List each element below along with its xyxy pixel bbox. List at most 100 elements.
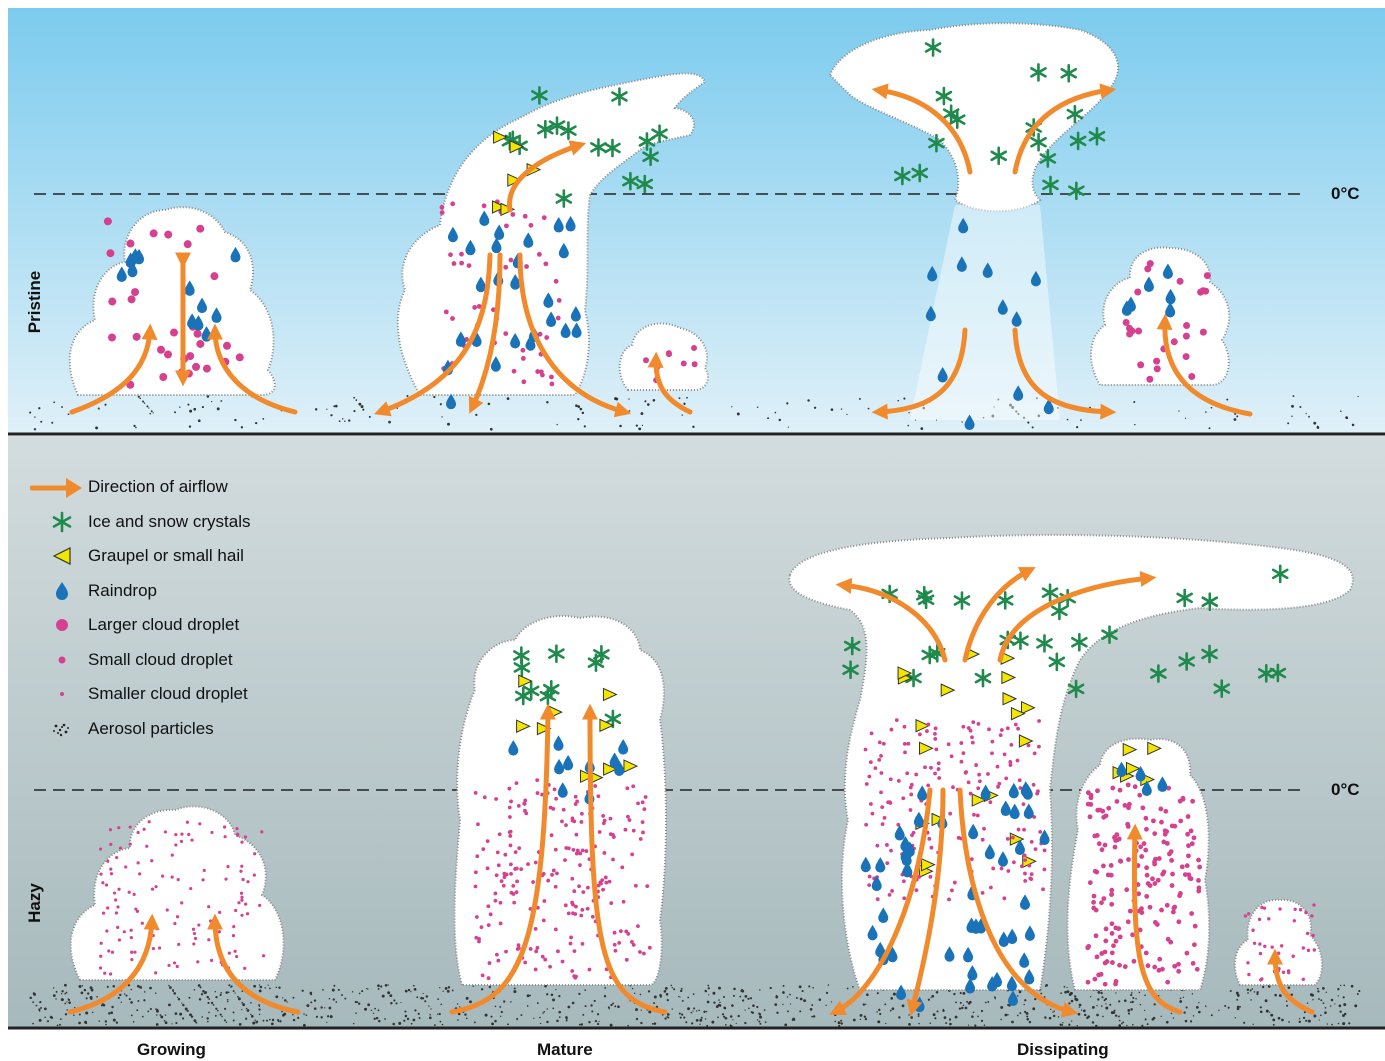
aerosol-particle bbox=[429, 1017, 432, 1020]
aerosol-particle bbox=[113, 1019, 116, 1022]
aerosol-particle bbox=[1131, 1001, 1133, 1003]
aerosol-particle bbox=[1320, 999, 1322, 1001]
tiny-droplet bbox=[223, 825, 226, 828]
aerosol-particle bbox=[439, 987, 440, 988]
aerosol-particle bbox=[61, 998, 64, 1001]
aerosol-particle bbox=[1105, 1007, 1108, 1010]
aerosol-particle bbox=[1218, 1009, 1219, 1010]
small-droplet bbox=[523, 809, 527, 813]
aerosol-particle bbox=[629, 410, 631, 412]
tiny-droplet bbox=[138, 872, 141, 875]
aerosol-particle bbox=[617, 1005, 620, 1008]
small-droplet bbox=[476, 822, 480, 826]
aerosol-particle bbox=[799, 985, 802, 988]
small-droplet bbox=[970, 735, 974, 739]
aerosol-particle bbox=[1007, 1004, 1009, 1006]
aerosol-particle bbox=[271, 1022, 274, 1025]
small-droplet bbox=[1110, 931, 1115, 936]
aerosol-particle bbox=[426, 995, 428, 997]
aerosol-particle bbox=[818, 998, 821, 1001]
aerosol-particle bbox=[144, 402, 145, 403]
aerosol-particle bbox=[949, 1023, 952, 1026]
aerosol-particle bbox=[812, 987, 814, 989]
aerosol-particle bbox=[961, 1007, 963, 1009]
small-droplet bbox=[1088, 802, 1093, 807]
aerosol-particle bbox=[540, 1023, 541, 1024]
small-droplet bbox=[1101, 896, 1106, 901]
small-droplet bbox=[569, 942, 573, 946]
small-droplet bbox=[508, 834, 512, 838]
small-droplet bbox=[933, 772, 937, 776]
aerosol-particle bbox=[144, 991, 146, 993]
small-droplet bbox=[1088, 880, 1093, 885]
small-droplet bbox=[864, 748, 868, 752]
small-droplet bbox=[1000, 728, 1004, 732]
aerosol-particle bbox=[1252, 1024, 1253, 1025]
aerosol-particle bbox=[1061, 1024, 1063, 1026]
aerosol-particle bbox=[537, 1002, 539, 1004]
small-droplet bbox=[1176, 969, 1181, 974]
small-droplet bbox=[1142, 841, 1147, 846]
aerosol-particle bbox=[207, 996, 209, 998]
small-droplet bbox=[1027, 744, 1031, 748]
small-droplet bbox=[1168, 940, 1173, 945]
aerosol-particle bbox=[973, 1011, 975, 1013]
tiny-droplet bbox=[1253, 942, 1256, 945]
large-droplet bbox=[666, 350, 672, 356]
aerosol-particle bbox=[215, 991, 216, 992]
tiny-droplet bbox=[111, 951, 114, 954]
small-droplet bbox=[947, 742, 951, 746]
aerosol-particle bbox=[181, 1003, 182, 1004]
small-droplet bbox=[1034, 847, 1038, 851]
aerosol-particle bbox=[800, 998, 803, 1001]
large-droplet bbox=[1154, 365, 1161, 372]
aerosol-particle bbox=[266, 1020, 268, 1022]
aerosol-particle bbox=[968, 1025, 969, 1026]
aerosol-particle bbox=[1154, 1003, 1156, 1005]
legend-item: Direction of airflow bbox=[30, 470, 330, 505]
small-droplet bbox=[1157, 957, 1162, 962]
aerosol-particle bbox=[577, 418, 579, 420]
small-droplet bbox=[494, 797, 498, 801]
aerosol-particle bbox=[178, 998, 180, 1000]
aerosol-particle bbox=[1067, 990, 1070, 993]
small-droplet bbox=[1093, 977, 1098, 982]
aerosol-particle bbox=[1097, 998, 1099, 1000]
tiny-droplet bbox=[240, 896, 243, 899]
small-droplet bbox=[959, 741, 963, 745]
aerosol-particle bbox=[254, 1019, 255, 1020]
small-droplet bbox=[521, 356, 526, 361]
small-droplet bbox=[613, 943, 617, 947]
small-droplet bbox=[1096, 973, 1101, 978]
aerosol-particle bbox=[1105, 1003, 1106, 1004]
small-droplet bbox=[909, 793, 913, 797]
tiny-droplet bbox=[226, 865, 229, 868]
tiny-droplet bbox=[103, 972, 106, 975]
small-droplet bbox=[624, 828, 628, 832]
aerosol-particle bbox=[1338, 1023, 1339, 1024]
small-droplet bbox=[1086, 790, 1091, 795]
tiny-droplet bbox=[174, 843, 177, 846]
aerosol-particle bbox=[215, 996, 217, 998]
aerosol-particle bbox=[877, 1020, 880, 1023]
aerosol-particle bbox=[1000, 1019, 1002, 1021]
aerosol-particle bbox=[1239, 1006, 1241, 1008]
aerosol-particle bbox=[85, 1022, 87, 1024]
aerosol-particle bbox=[666, 1016, 668, 1018]
small-droplet bbox=[509, 872, 513, 876]
large-droplet bbox=[185, 370, 193, 378]
aerosol-particle bbox=[1032, 1007, 1035, 1010]
aerosol-particle bbox=[738, 1015, 740, 1017]
small-droplet bbox=[1023, 858, 1027, 862]
small-droplet bbox=[622, 900, 626, 904]
large-droplet bbox=[1144, 265, 1151, 272]
small-droplet bbox=[929, 766, 933, 770]
small-droplet bbox=[1095, 788, 1100, 793]
small-droplet bbox=[541, 955, 545, 959]
legend-item: Aerosol particles bbox=[30, 712, 330, 747]
small-droplet bbox=[1086, 980, 1091, 985]
aerosol-particle bbox=[1126, 1025, 1127, 1026]
small-droplet bbox=[486, 904, 490, 908]
tiny-dot-icon bbox=[30, 679, 88, 709]
small-droplet bbox=[1159, 908, 1164, 913]
